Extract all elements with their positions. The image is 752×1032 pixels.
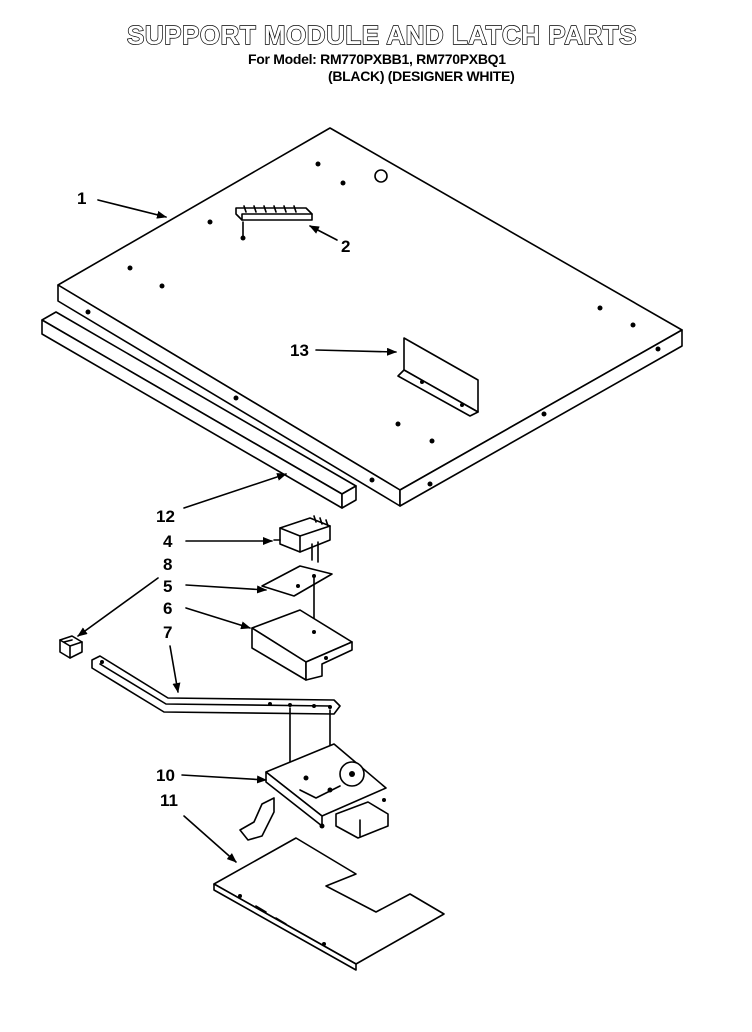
latch-link-part [91, 655, 341, 777]
callout-1: 1 [77, 189, 86, 208]
callout-6: 6 [163, 599, 172, 618]
model-line: For Model: RM770PXBB1, RM770PXBQ1 [248, 51, 506, 67]
callout-8: 8 [163, 555, 172, 574]
insulator-plate-part [261, 565, 333, 627]
callout-12: 12 [156, 507, 175, 526]
page-title: SUPPORT MODULE AND LATCH PARTS [126, 19, 637, 50]
callout-11: 11 [160, 791, 178, 810]
callout-5: 5 [163, 577, 172, 596]
diagram-header: SUPPORT MODULE AND LATCH PARTS For Model… [0, 0, 752, 90]
callout-labels: 1 2 13 12 4 8 5 6 7 10 11 [77, 189, 350, 810]
callout-4: 4 [163, 532, 173, 551]
insulation-strip-part [41, 311, 357, 509]
callout-13: 13 [290, 341, 309, 360]
callout-10: 10 [156, 766, 175, 785]
callout-2: 2 [341, 237, 350, 256]
color-line: (BLACK) (DESIGNER WHITE) [328, 68, 515, 84]
latch-switch-part [273, 515, 331, 563]
shield-bracket-part [397, 337, 479, 417]
leader-lines [77, 199, 397, 863]
callout-7: 7 [163, 623, 172, 642]
latch-assembly-part [239, 743, 389, 841]
terminal-block-part [235, 205, 313, 241]
cover-plate-part [213, 837, 445, 971]
support-panel-part [57, 127, 683, 507]
bumper-part [59, 635, 83, 659]
switch-bracket-part [251, 609, 353, 681]
